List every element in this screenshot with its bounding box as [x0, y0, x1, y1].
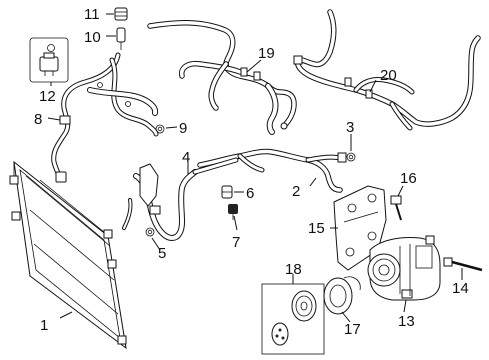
- pressure-sensor: [221, 185, 238, 220]
- callout-9: 9: [179, 120, 187, 137]
- compressor-bolt: [443, 257, 483, 272]
- leader-1: [59, 311, 73, 319]
- callout-16: 16: [400, 170, 417, 187]
- leader-2: [309, 177, 317, 187]
- callout-10: 10: [84, 29, 101, 46]
- callout-19: 19: [258, 45, 275, 62]
- o-ring-3: [346, 152, 356, 162]
- callout-5: 5: [158, 245, 166, 262]
- bracket-bolt: [390, 195, 402, 221]
- liquid-line-harness: [51, 52, 159, 183]
- leader-8: [47, 117, 61, 121]
- leader-17: [341, 311, 351, 323]
- callout-11: 11: [84, 6, 100, 23]
- leader-5: [151, 237, 161, 251]
- pressure-switch-inset: [29, 37, 69, 83]
- callout-7: 7: [232, 234, 240, 251]
- suction-hose-assembly-19: [147, 19, 297, 135]
- callout-13: 13: [398, 313, 415, 330]
- compressor: [367, 235, 441, 301]
- leader-9: [165, 126, 178, 129]
- callout-4: 4: [182, 149, 190, 166]
- callout-14: 14: [452, 280, 469, 297]
- callout-12: 12: [39, 88, 56, 105]
- leader-7: [233, 215, 238, 231]
- leader-lines: [47, 13, 463, 323]
- o-ring-5: [145, 227, 155, 237]
- condenser: [9, 160, 127, 350]
- valve-cap: [114, 7, 128, 21]
- callout-1: 1: [40, 317, 48, 334]
- clutch-kit-inset: [261, 283, 325, 355]
- callout-numbers: 1 2 3 4 5 6 7 8 9 10 11 12 13 14 15 16 1…: [34, 6, 469, 338]
- discharge-line-2: [197, 148, 347, 193]
- leader-16: [397, 185, 404, 197]
- callout-18: 18: [285, 261, 302, 278]
- clutch-coil: [323, 276, 361, 315]
- valve-core: [116, 27, 126, 50]
- callout-8: 8: [34, 111, 42, 128]
- callout-17: 17: [344, 321, 361, 338]
- o-ring: [155, 124, 165, 134]
- suction-line-4: [122, 157, 239, 241]
- discharge-hose-assembly-20: [293, 9, 481, 131]
- leader-13: [403, 299, 407, 313]
- leader-19: [246, 59, 262, 73]
- callout-2: 2: [292, 183, 300, 200]
- callout-15: 15: [308, 220, 325, 237]
- leader-20: [369, 79, 377, 93]
- callout-3: 3: [346, 119, 354, 136]
- callout-20: 20: [380, 67, 397, 84]
- callout-6: 6: [246, 185, 254, 202]
